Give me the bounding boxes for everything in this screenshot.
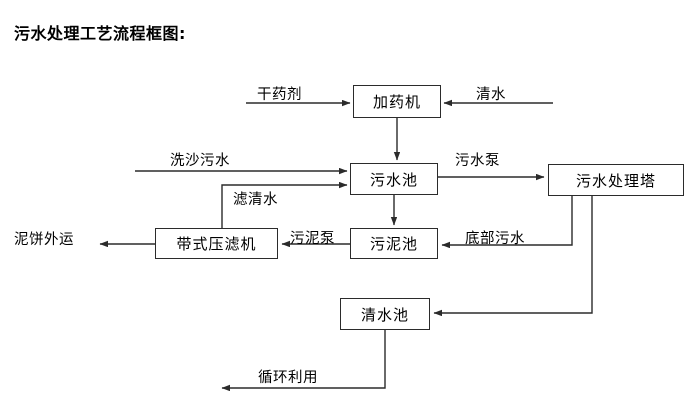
node-clear-water-pool[interactable]: 清水池 <box>340 298 430 330</box>
edge-label-bottom-sewage: 底部污水 <box>465 231 525 247</box>
node-treatment-tower[interactable]: 污水处理塔 <box>548 164 684 196</box>
node-label: 带式压滤机 <box>176 235 257 253</box>
edge-label-filtered-water: 滤清水 <box>233 192 278 208</box>
node-label: 污水处理塔 <box>575 171 656 190</box>
terminal-mud-cake-out: 泥饼外运 <box>14 232 74 248</box>
page-title: 污水处理工艺流程框图: <box>14 24 186 43</box>
edge-clear-water-to-recycle <box>221 330 386 392</box>
node-sludge-pool[interactable]: 污泥池 <box>350 228 438 259</box>
terminal-clean-water: 清水 <box>476 87 506 103</box>
terminal-dry-chemical: 干药剂 <box>257 87 302 103</box>
node-label: 加药机 <box>372 93 421 111</box>
node-label: 污泥池 <box>369 235 418 253</box>
edge-bottom-sewage-to-sludge-pool <box>441 196 573 249</box>
node-dosing-machine[interactable]: 加药机 <box>353 85 441 118</box>
edge-label-sand-wash-sewage: 洗沙污水 <box>170 153 230 169</box>
node-label: 清水池 <box>360 305 409 324</box>
edge-label-recycle-reuse: 循环利用 <box>258 370 318 386</box>
node-sewage-pool[interactable]: 污水池 <box>350 163 438 195</box>
node-belt-filter-press[interactable]: 带式压滤机 <box>155 228 278 259</box>
edge-filtered-water-to-sewage-pool <box>221 181 348 228</box>
node-label: 污水池 <box>369 170 418 189</box>
edge-label-sewage-pump: 污水泵 <box>455 153 500 169</box>
edge-label-sludge-pump: 污泥泵 <box>290 231 335 247</box>
edge-tower-to-clear-water-pool <box>433 196 593 317</box>
